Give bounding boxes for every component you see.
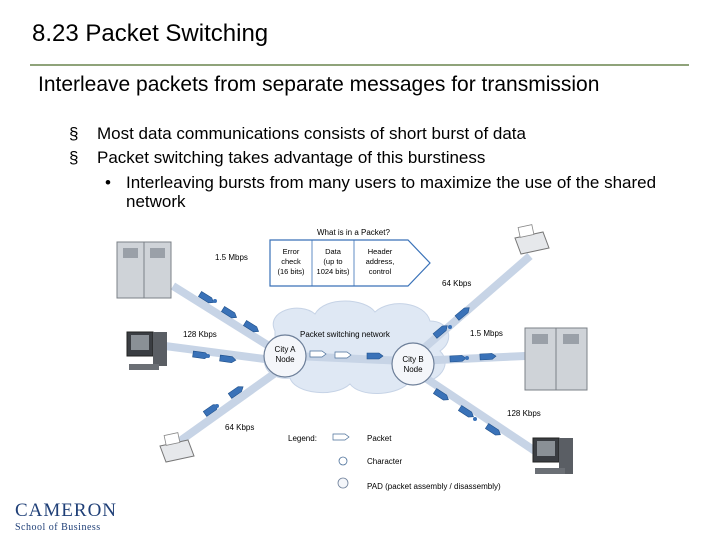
field-header-l1: Header bbox=[368, 247, 393, 256]
legend-packet: Packet bbox=[367, 434, 392, 443]
city-a-node-icon bbox=[263, 334, 307, 378]
slide-title: 8.23 Packet Switching bbox=[32, 20, 269, 47]
sub-bullet-1: § Most data communications consists of s… bbox=[69, 124, 526, 144]
square-bullet-icon: § bbox=[69, 148, 79, 167]
packet-callout-arrow bbox=[269, 239, 431, 287]
city-b-node-label: Node bbox=[403, 365, 423, 374]
field-data-l2: (up to bbox=[323, 257, 342, 266]
server-top-left-icon bbox=[116, 241, 172, 299]
printer-bottom-left-icon bbox=[159, 432, 195, 463]
speed-top-left: 1.5 Mbps bbox=[215, 253, 248, 262]
printer-top-right-icon bbox=[514, 224, 550, 255]
sub-bullet-2: § Packet switching takes advantage of th… bbox=[69, 148, 486, 168]
sub-sub-bullet-text: Interleaving bursts from many users to m… bbox=[126, 173, 657, 211]
network-label: Packet switching network bbox=[300, 330, 391, 339]
main-bullet: Interleave packets from separate message… bbox=[38, 73, 600, 96]
packet-heading: What is in a Packet? bbox=[317, 228, 390, 237]
speed-mid-left: 128 Kbps bbox=[183, 330, 217, 339]
cameron-logo: CAMERON School of Business bbox=[15, 500, 117, 533]
field-header-l3: control bbox=[369, 267, 392, 276]
field-data-l1: Data bbox=[325, 247, 342, 256]
server-right-icon bbox=[524, 327, 588, 391]
computer-left-icon bbox=[126, 331, 167, 370]
city-b-node-icon bbox=[391, 342, 435, 386]
speed-bottom-left: 64 Kbps bbox=[225, 423, 254, 432]
sub-bullet-text: Packet switching takes advantage of this… bbox=[97, 148, 486, 167]
sub-bullet-text: Most data communications consists of sho… bbox=[97, 124, 526, 143]
city-a-label: City A bbox=[275, 345, 297, 354]
field-error-l2: check bbox=[281, 257, 301, 266]
field-error-l1: Error bbox=[283, 247, 300, 256]
logo-name: CAMERON bbox=[15, 500, 118, 521]
logo-school: School of Business bbox=[15, 522, 101, 533]
speed-bottom-right: 128 Kbps bbox=[507, 409, 541, 418]
city-a-node-label: Node bbox=[275, 355, 295, 364]
slide-body: Interleave packets from separate message… bbox=[38, 73, 678, 96]
field-error-l3: (16 bits) bbox=[277, 267, 305, 276]
computer-bottom-right-icon bbox=[532, 437, 573, 474]
speed-mid-right: 1.5 Mbps bbox=[470, 329, 503, 338]
field-header-l2: address, bbox=[366, 257, 395, 266]
dot-bullet-icon: • bbox=[105, 173, 111, 192]
legend-character: Character bbox=[367, 457, 402, 466]
legend-title: Legend: bbox=[288, 434, 317, 443]
speed-top-right: 64 Kbps bbox=[442, 279, 471, 288]
sub-sub-bullet: • Interleaving bursts from many users to… bbox=[105, 173, 671, 211]
legend-pad: PAD (packet assembly / disassembly) bbox=[367, 482, 501, 491]
square-bullet-icon: § bbox=[69, 124, 79, 143]
title-divider bbox=[30, 64, 689, 66]
city-b-label: City B bbox=[402, 355, 423, 364]
field-data-l3: 1024 bits) bbox=[317, 267, 350, 276]
packet-switching-diagram: City A Node City B Node Packet switching… bbox=[116, 224, 588, 491]
